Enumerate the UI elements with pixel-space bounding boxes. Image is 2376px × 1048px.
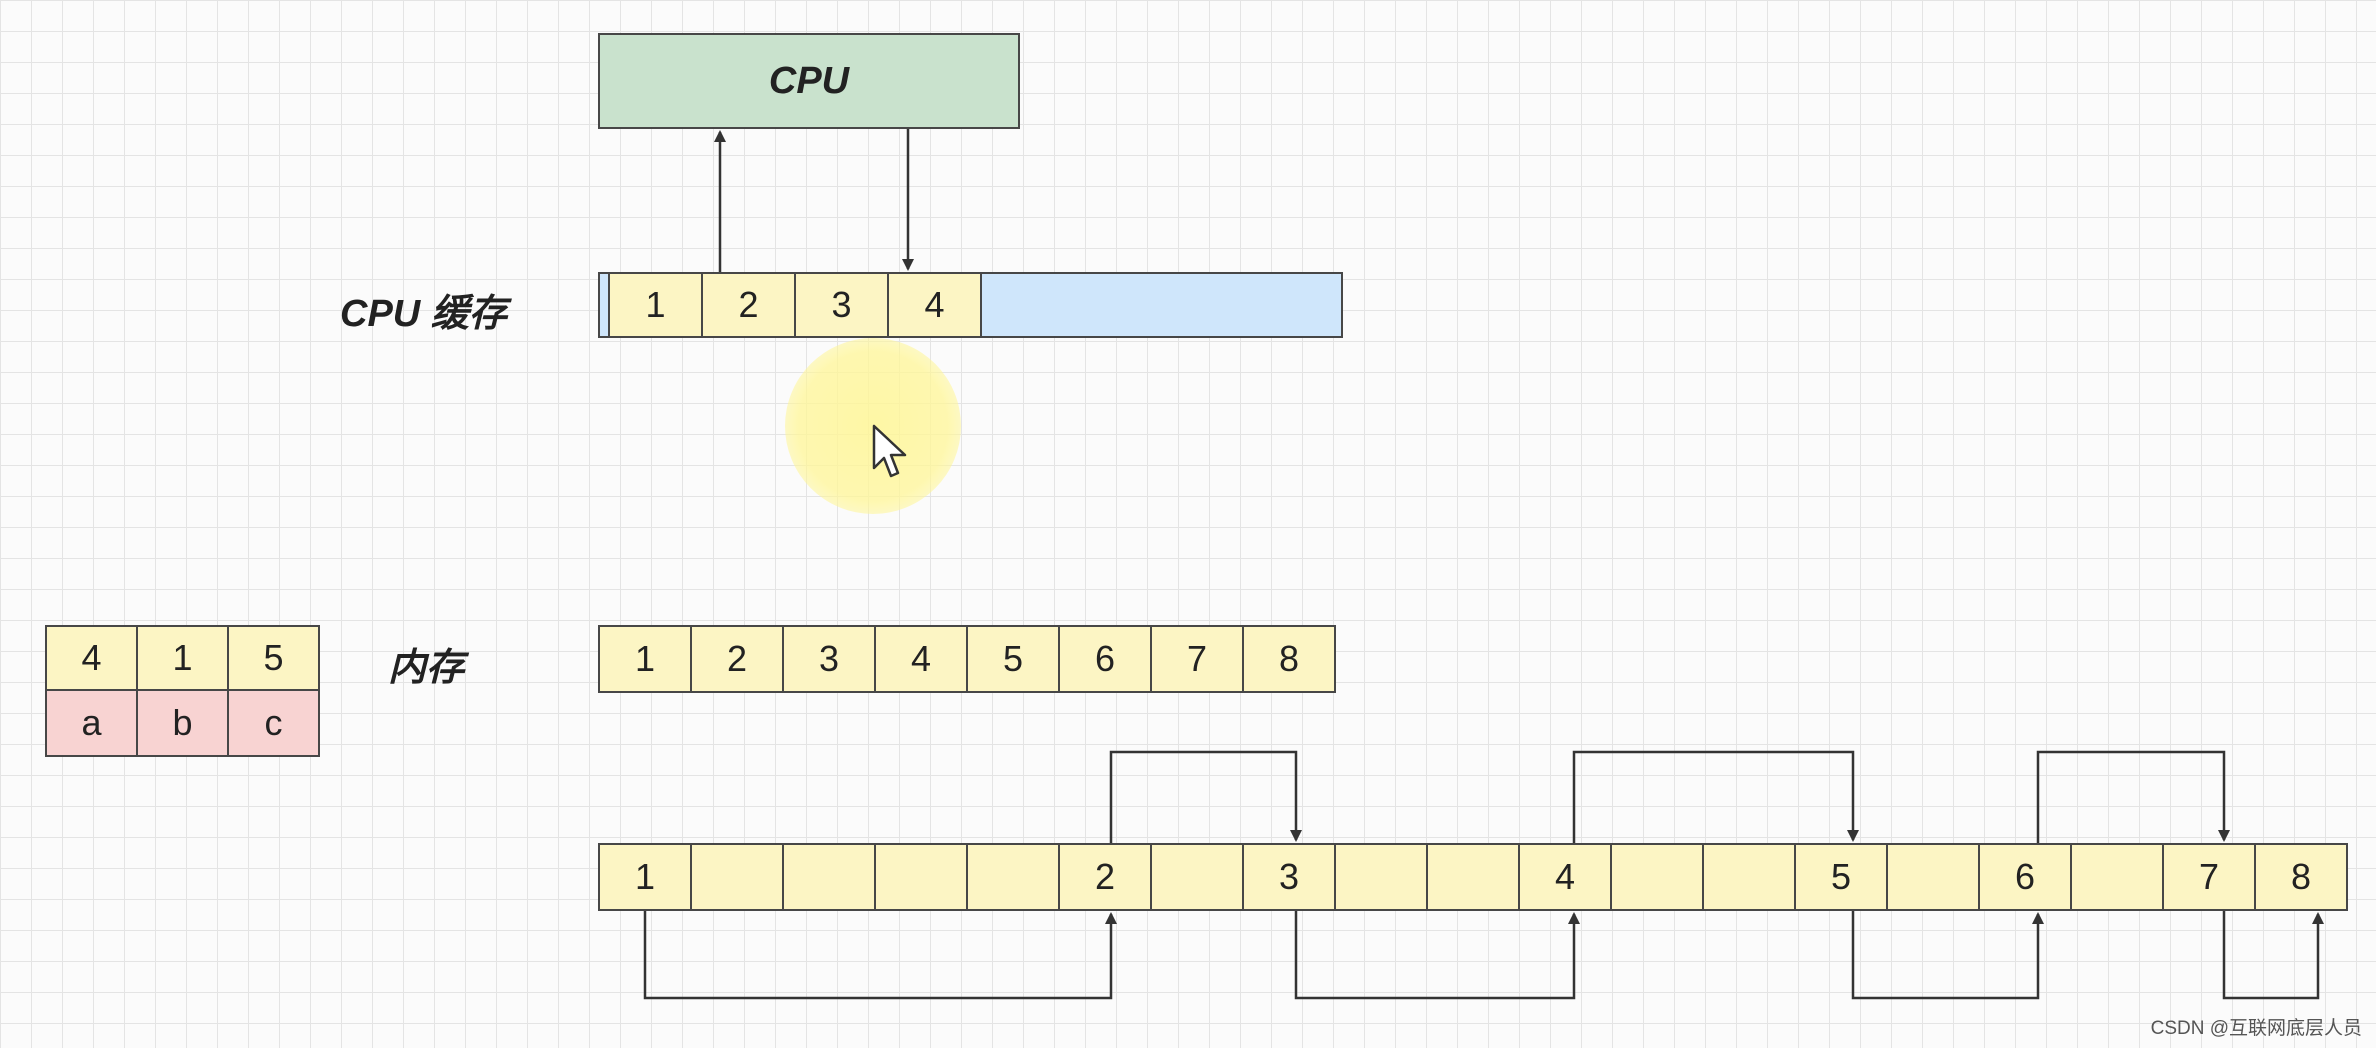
memory-cell: 1	[598, 625, 692, 693]
jump-arrow	[1851, 911, 2044, 1000]
sequence-cell	[966, 843, 1060, 911]
jump-arrow	[643, 911, 1117, 1000]
memory-cell: 5	[966, 625, 1060, 693]
cpu-cache-label: CPU 缓存	[340, 293, 507, 335]
watermark: CSDN @互联网底层人员	[2150, 1018, 2362, 1039]
sequence-cell	[690, 843, 784, 911]
mapping-value-cell: c	[227, 689, 320, 757]
sequence-cell: 6	[1978, 843, 2072, 911]
mouse-pointer-icon	[872, 424, 907, 478]
sequence-cell	[782, 843, 876, 911]
cpu-label: CPU	[768, 59, 850, 102]
mapping-bottom-row: a b c	[45, 689, 320, 757]
cpu-cache-cells: 1 2 3 4	[608, 272, 982, 338]
sequence-cell: 8	[2254, 843, 2348, 911]
sequence-cells: 1 2 3 4 5 6 7 8	[598, 843, 2348, 911]
jump-arrow	[1109, 750, 1302, 843]
cpu-box: CPU	[598, 33, 1020, 129]
memory-cell: 7	[1150, 625, 1244, 693]
sequence-cell: 7	[2162, 843, 2256, 911]
jump-arrow	[1572, 750, 1859, 843]
sequence-cell	[1334, 843, 1428, 911]
sequence-cell	[1702, 843, 1796, 911]
jump-arrow	[1294, 911, 1580, 1000]
memory-cell: 4	[874, 625, 968, 693]
sequence-cell: 2	[1058, 843, 1152, 911]
memory-label: 内存	[388, 647, 465, 689]
memory-cell: 8	[1242, 625, 1336, 693]
sequence-cell: 3	[1242, 843, 1336, 911]
sequence-cell	[1610, 843, 1704, 911]
mapping-top-row: 4 1 5	[45, 625, 320, 691]
sequence-cell	[1886, 843, 1980, 911]
mapping-value-cell: b	[136, 689, 229, 757]
cache-cell: 4	[887, 272, 982, 338]
jump-arrow	[2036, 750, 2230, 843]
mapping-key-cell: 5	[227, 625, 320, 691]
mapping-key-cell: 1	[136, 625, 229, 691]
memory-cells: 1 2 3 4 5 6 7 8	[598, 625, 1336, 693]
jump-arrow	[2222, 911, 2324, 1000]
memory-cell: 3	[782, 625, 876, 693]
cache-cell: 2	[701, 272, 796, 338]
